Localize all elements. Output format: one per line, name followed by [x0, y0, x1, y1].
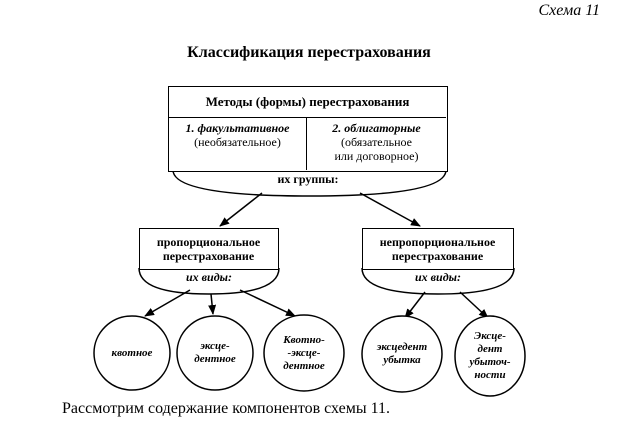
proportional-kinds-ellipse: [138, 267, 280, 295]
proportional-title: пропорциональное перестрахование: [140, 235, 277, 263]
arrow-to-kvotno-ekscedentnoe: [239, 289, 296, 317]
page-title: Классификация перестрахования: [187, 44, 431, 61]
methods-divider-h: [169, 117, 446, 118]
arrow-to-ekscedent-ubytka: [404, 291, 426, 319]
kind-ekscedentnoe: эксце- дентное: [177, 316, 253, 390]
kind-ekscedent-ubytochnosti-line4: ности: [474, 369, 506, 381]
kind-circle-kvotno-ekscedentnoe: [263, 314, 345, 392]
proportional-box: пропорциональное перестрахование: [139, 228, 279, 270]
arrow-to-kvotnoe: [144, 289, 191, 317]
kind-ekscedent-ubytochnosti: Эксце- дент убыточ- ности: [455, 316, 525, 396]
kind-kvotno-ekscedentnoe-line3: дентное: [283, 359, 325, 372]
kind-ekscedent-ubytochnosti-line2: дент: [477, 343, 503, 355]
kind-circle-kvotnoe: [93, 315, 171, 391]
kind-kvotnoe: квотное: [94, 316, 170, 390]
nonproportional-title-line2: перестрахование: [391, 249, 484, 263]
kind-kvotnoe-line1: квотное: [111, 346, 153, 359]
methods-divider-v: [306, 117, 307, 170]
kind-circle-ekscedent-ubytka: [361, 315, 443, 393]
kind-ekscedent-ubytochnosti-line1: Эксце-: [474, 330, 506, 342]
kind-kvotno-ekscedentnoe-line2: -эксце-: [287, 346, 321, 359]
scheme-label: Схема 11: [538, 2, 601, 19]
kind-circle-ekscedentnoe: [176, 315, 254, 391]
arrow-to-ekscedentnoe: [208, 293, 217, 315]
arrow-to-proportional: [219, 192, 263, 227]
proportional-title-line1: пропорциональное: [156, 235, 261, 249]
footer-text: Рассмотрим содержание компонентов схемы …: [62, 400, 391, 417]
option1-note: (необязательное): [194, 135, 281, 149]
option2-title: 2. облигаторные: [332, 121, 421, 135]
kind-ekscedent-ubytka-line1: эксцедент: [376, 341, 428, 353]
kind-circle-ekscedent-ubytochnosti: [454, 315, 526, 397]
nonproportional-kinds-ellipse: [361, 267, 515, 295]
methods-box: Методы (формы) перестрахования 1. факуль…: [168, 86, 448, 172]
proportional-kinds-label: их виды:: [186, 270, 232, 284]
nonproportional-title-line1: непропорциональное: [379, 235, 496, 249]
option2-note-line2: или договорное): [334, 149, 419, 163]
arrow-to-nonproportional: [359, 192, 421, 227]
kind-ekscedent-ubytka-line2: убытка: [383, 354, 421, 366]
kind-ekscedent-ubytochnosti-line3: убыточ-: [469, 356, 511, 368]
kind-ekscedent-ubytka: эксцедент убытка: [362, 316, 442, 392]
methods-heading: Методы (формы) перестрахования: [205, 94, 410, 109]
methods-option-facultative: 1. факультативное (необязательное): [169, 121, 306, 149]
methods-option-obligatory: 2. облигаторные (обязательное или догово…: [307, 121, 446, 163]
arrow-to-ekscedent-ubytochnosti: [459, 291, 489, 319]
groups-ellipse: [172, 169, 447, 197]
kind-kvotno-ekscedentnoe-line1: Квотно-: [283, 333, 325, 346]
nonproportional-kinds-label: их виды:: [415, 270, 461, 284]
nonproportional-box: непропорциональное перестрахование: [362, 228, 514, 270]
nonproportional-title: непропорциональное перестрахование: [363, 235, 512, 263]
kind-kvotno-ekscedentnoe: Квотно- -эксце- дентное: [264, 315, 344, 391]
kind-ekscedentnoe-line2: дентное: [194, 353, 236, 365]
kind-ekscedentnoe-line1: эксце-: [200, 340, 230, 352]
proportional-title-line2: перестрахование: [162, 249, 255, 263]
option1-title: 1. факультативное: [185, 121, 290, 135]
option2-note-line1: (обязательное: [340, 135, 412, 149]
groups-label: их группы:: [277, 172, 339, 186]
